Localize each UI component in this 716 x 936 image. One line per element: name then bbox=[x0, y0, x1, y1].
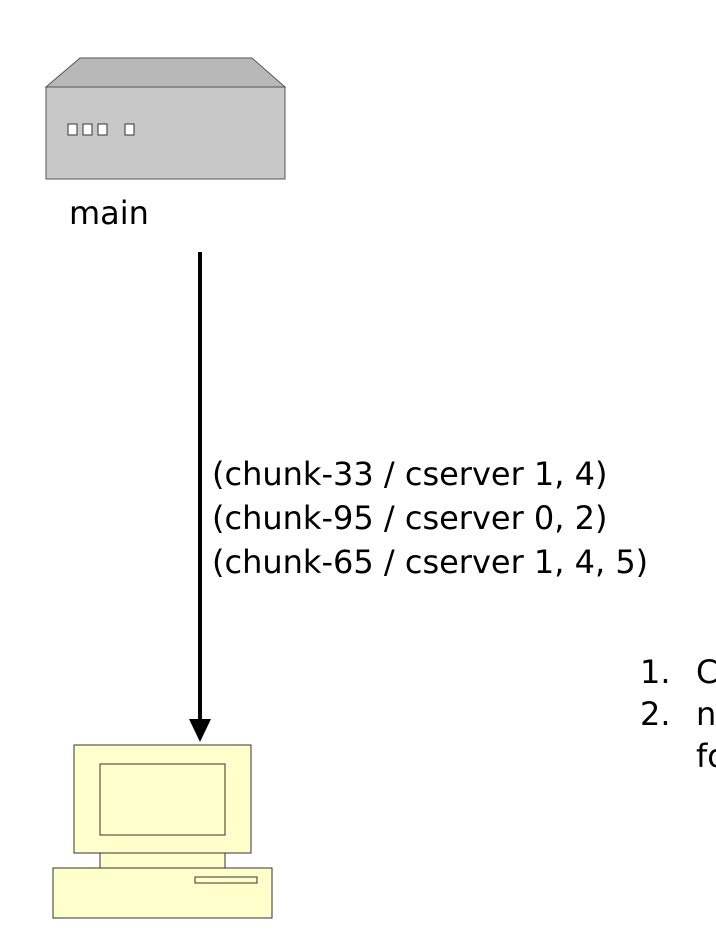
server-indicator bbox=[124, 123, 135, 136]
step-text-continuation: fo bbox=[696, 737, 716, 775]
chunk-metadata-list: (chunk-33 / cserver 1, 4) (chunk-95 / cs… bbox=[212, 452, 648, 584]
step-text: n bbox=[696, 695, 716, 733]
monitor-stand bbox=[99, 852, 226, 869]
chunk-metadata-line: (chunk-33 / cserver 1, 4) bbox=[212, 455, 608, 493]
chunk-metadata-line: (chunk-95 / cserver 0, 2) bbox=[212, 499, 608, 537]
arrow-head bbox=[189, 719, 211, 742]
disk-drive-slot bbox=[194, 876, 258, 884]
server-indicator bbox=[97, 123, 108, 136]
request-arrow bbox=[189, 252, 211, 742]
step-number: 1. bbox=[640, 653, 671, 691]
step-item: 2. n fo bbox=[640, 693, 716, 777]
server-indicator bbox=[82, 123, 93, 136]
chunk-metadata-line: (chunk-65 / cserver 1, 4, 5) bbox=[212, 543, 649, 581]
server-front-face bbox=[45, 86, 286, 180]
server-icon bbox=[44, 57, 287, 180]
step-number: 2. bbox=[640, 695, 671, 733]
computer-base bbox=[52, 867, 273, 919]
monitor-screen bbox=[99, 763, 226, 836]
server-indicator bbox=[67, 123, 78, 136]
step-text: C bbox=[696, 653, 716, 691]
server-label: main bbox=[69, 194, 149, 232]
steps-list: 1. C 2. n fo bbox=[640, 651, 716, 777]
server-top-face bbox=[44, 57, 287, 88]
computer-icon bbox=[52, 744, 273, 919]
step-item: 1. C bbox=[640, 651, 716, 693]
